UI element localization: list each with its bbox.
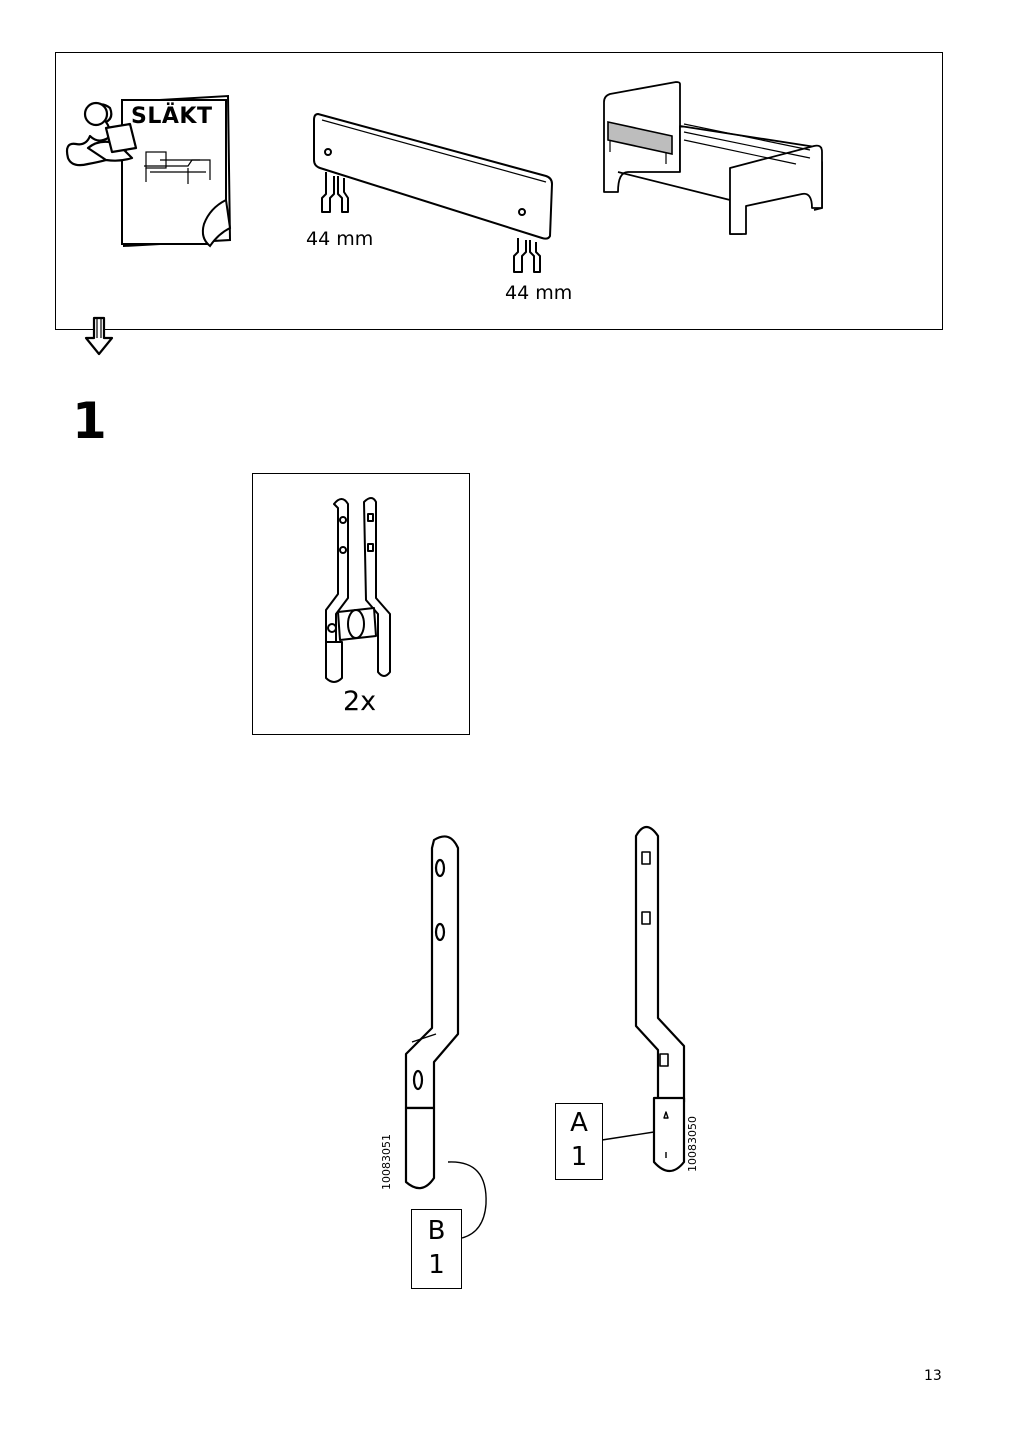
reference-panel [55,52,943,330]
down-arrow-icon [84,316,114,356]
tag-b-letter: B [427,1216,446,1246]
part-code-left: 10083051 [380,1134,393,1190]
page-number: 13 [924,1368,942,1384]
quantity-label: 2x [343,686,377,717]
hinge-pair-illustration [325,497,391,683]
step-number: 1 [72,392,107,450]
tag-a-leader [601,1131,655,1141]
parts-box [252,473,470,735]
tag-b-number: 1 [428,1250,445,1280]
extendable-bed-illustration [603,81,823,235]
hinge-spacing-left: 44 mm [306,228,374,250]
tag-a: A 1 [555,1103,603,1180]
tag-a-number: 1 [570,1142,588,1172]
tag-b-leader [447,1161,487,1239]
tag-b: B 1 [411,1209,462,1289]
hinge-bracket-b-illustration [404,835,460,1190]
hinge-bracket-a-illustration [634,825,686,1173]
manual-title: SLÄKT [131,104,213,129]
read-manual-icon [65,94,232,248]
guard-rail-illustration [313,113,553,273]
hinge-spacing-right: 44 mm [505,282,573,304]
part-code-right: 10083050 [686,1116,699,1172]
tag-a-letter: A [570,1108,588,1138]
